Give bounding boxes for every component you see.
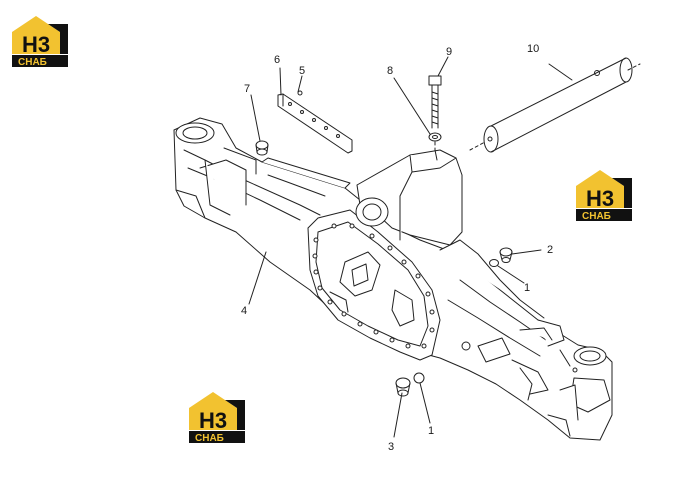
- callout-9: 9: [446, 46, 452, 58]
- plug-part-7: [255, 140, 269, 156]
- logo-mark: H3: [199, 408, 227, 433]
- shim-plate-part-6: [277, 90, 353, 154]
- callout-5: 5: [299, 65, 305, 77]
- callout-1-lower: 1: [428, 425, 434, 437]
- axle-housing-part-4: [173, 117, 613, 441]
- logo-word: СНАБ: [195, 433, 224, 444]
- brand-logo-top-left: H3 СНАБ: [12, 16, 68, 68]
- callout-2: 2: [547, 244, 553, 256]
- callout-4: 4: [241, 305, 247, 317]
- callout-6: 6: [274, 54, 280, 66]
- logo-mark: H3: [586, 186, 614, 211]
- leader-lines: [248, 56, 573, 438]
- callout-8: 8: [387, 65, 393, 77]
- callout-10: 10: [527, 43, 539, 55]
- pin-part-10: [469, 57, 641, 153]
- callout-1-upper: 1: [524, 282, 530, 294]
- callout-labels: 10 9 8 6 5 7 2 1 4 3 1: [241, 43, 553, 453]
- logo-mark: H3: [22, 32, 50, 57]
- callout-3: 3: [388, 441, 394, 453]
- logo-word: СНАБ: [18, 57, 47, 68]
- logo-word: СНАБ: [582, 211, 611, 222]
- breather-part-2: [489, 247, 513, 267]
- bolt-part-9: [428, 75, 442, 159]
- brand-logo-right: H3 СНАБ: [576, 170, 632, 222]
- brand-logo-bottom: H3 СНАБ: [189, 392, 245, 444]
- callout-7: 7: [244, 83, 250, 95]
- drain-plug-part-3: [395, 372, 425, 397]
